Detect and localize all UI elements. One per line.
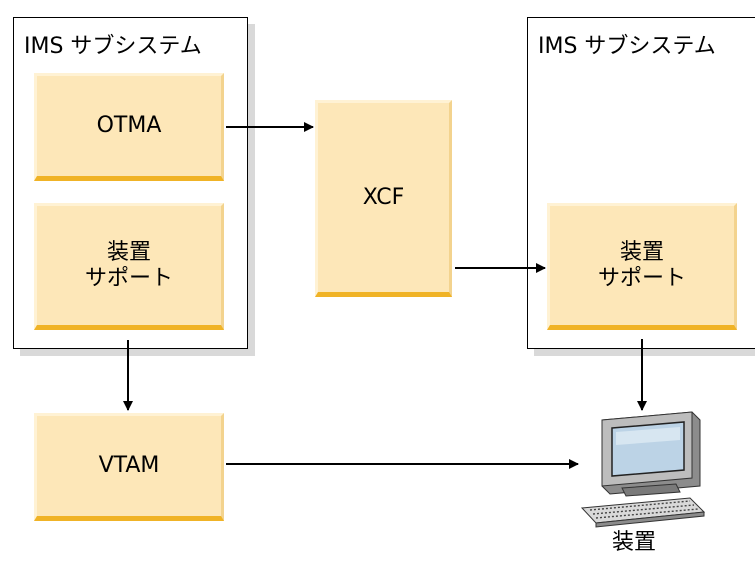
device-support-left-box: 装置 サポート xyxy=(34,203,224,330)
vtam-box: VTAM xyxy=(34,413,224,521)
otma-label: OTMA xyxy=(96,113,162,138)
xcf-box: XCF xyxy=(315,100,452,297)
device-support-left-label: 装置 サポート xyxy=(84,239,173,291)
device-support-right-box: 装置 サポート xyxy=(547,203,737,330)
device-support-right-label: 装置 サポート xyxy=(597,239,686,291)
ims-subsystem-left-title: IMS サブシステム xyxy=(24,34,202,59)
vtam-label: VTAM xyxy=(98,453,160,478)
xcf-label: XCF xyxy=(362,184,405,210)
computer-terminal-icon xyxy=(580,411,706,528)
terminal-label: 装置 xyxy=(612,530,657,555)
ims-subsystem-right-title: IMS サブシステム xyxy=(538,34,716,59)
otma-box: OTMA xyxy=(34,73,224,181)
